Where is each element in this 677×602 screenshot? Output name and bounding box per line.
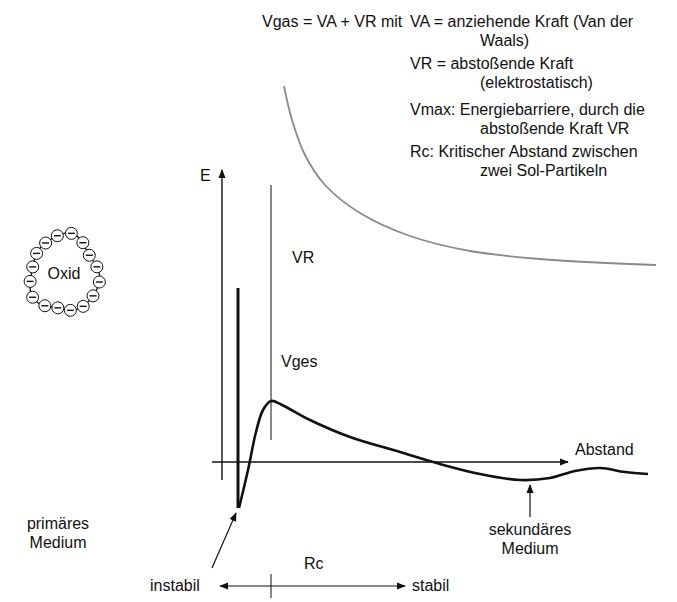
axis-label: E <box>200 166 211 185</box>
leader-arrow <box>212 513 236 568</box>
negative-charge <box>83 249 95 261</box>
negative-charge <box>64 304 76 316</box>
distance-axis <box>212 461 568 462</box>
distance-label: Rc <box>304 554 324 573</box>
negative-charge <box>31 247 43 259</box>
negative-charge <box>24 275 36 287</box>
stability-label: instabil <box>150 576 200 595</box>
curve-label: Vges <box>281 352 317 371</box>
negative-charge <box>93 276 105 288</box>
formula-text: Vgas = VA + VR mit <box>262 12 402 31</box>
stability-arrow <box>220 585 405 586</box>
legend-note: VR = abstoßende Kraft (elektrostatisch) <box>410 54 670 92</box>
negative-charge <box>51 230 63 242</box>
negative-charge <box>87 290 99 302</box>
negative-charge <box>91 261 103 273</box>
negative-charge <box>27 291 39 303</box>
leader-arrow <box>529 485 530 517</box>
curve-label: VR <box>292 248 314 267</box>
stability-label: stabil <box>412 576 449 595</box>
hard-core-wall <box>237 288 240 508</box>
negative-charge <box>77 237 89 249</box>
oxide-outline <box>30 233 100 310</box>
particle-label: Oxid <box>48 265 81 283</box>
legend-note: Rc: Kritischer Abstand zwischen zwei Sol… <box>410 142 670 180</box>
axis-label: Abstand <box>575 440 634 459</box>
negative-charge <box>40 237 52 249</box>
negative-charge <box>52 302 64 314</box>
negative-charge <box>65 227 77 239</box>
total-potential-curve <box>239 401 648 508</box>
legend-note: Vmax: Energiebarriere, durch die abstoße… <box>410 100 670 138</box>
region-label: primäres Medium <box>4 514 112 552</box>
legend-note: VA = anziehende Kraft (Van der Waals) <box>410 12 670 50</box>
region-label: sekundäres Medium <box>462 520 598 558</box>
negative-charge <box>39 300 51 312</box>
negative-charge <box>77 300 89 312</box>
energy-axis <box>221 170 222 480</box>
negative-charge <box>27 261 39 273</box>
oxide-particle: Oxid <box>16 222 112 326</box>
